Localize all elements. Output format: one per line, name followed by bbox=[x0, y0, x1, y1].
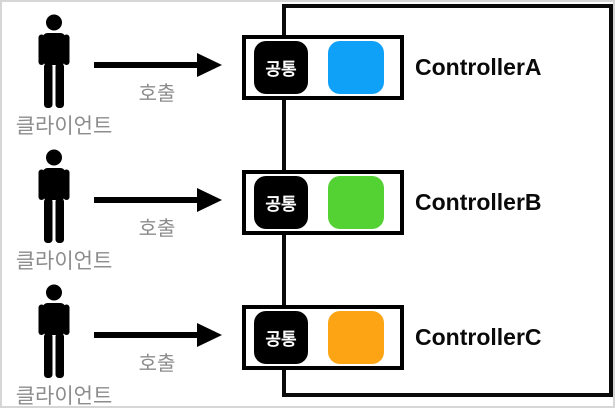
call-label: 호출 bbox=[138, 218, 176, 240]
arrow-right-icon bbox=[94, 187, 222, 213]
controller-box: 공통 bbox=[242, 170, 404, 235]
client-label: 클라이언트 bbox=[15, 385, 113, 408]
controller-box: 공통 bbox=[242, 305, 404, 370]
accent-chip bbox=[328, 41, 384, 94]
arrow-right-icon bbox=[94, 52, 222, 78]
row-controller-c: 클라이언트 호출 공통 ControllerC bbox=[2, 284, 613, 408]
common-chip: 공통 bbox=[254, 176, 308, 229]
call-label: 호출 bbox=[138, 83, 176, 105]
common-chip: 공통 bbox=[254, 311, 308, 364]
controller-name: ControllerB bbox=[415, 189, 542, 215]
client-label: 클라이언트 bbox=[15, 250, 113, 273]
person-icon bbox=[34, 14, 74, 109]
controller-name: ControllerA bbox=[415, 54, 542, 80]
person-icon bbox=[34, 149, 74, 244]
row-controller-a: 클라이언트 호출 공통 ControllerA bbox=[2, 14, 613, 149]
controller-name: ControllerC bbox=[415, 324, 542, 350]
common-chip: 공통 bbox=[254, 41, 308, 94]
call-label: 호출 bbox=[138, 353, 176, 375]
accent-chip bbox=[328, 311, 384, 364]
controller-box: 공통 bbox=[242, 35, 404, 100]
row-controller-b: 클라이언트 호출 공통 ControllerB bbox=[2, 149, 613, 284]
person-icon bbox=[34, 284, 74, 379]
arrow-right-icon bbox=[94, 322, 222, 348]
accent-chip bbox=[328, 176, 384, 229]
client-label: 클라이언트 bbox=[15, 115, 113, 138]
